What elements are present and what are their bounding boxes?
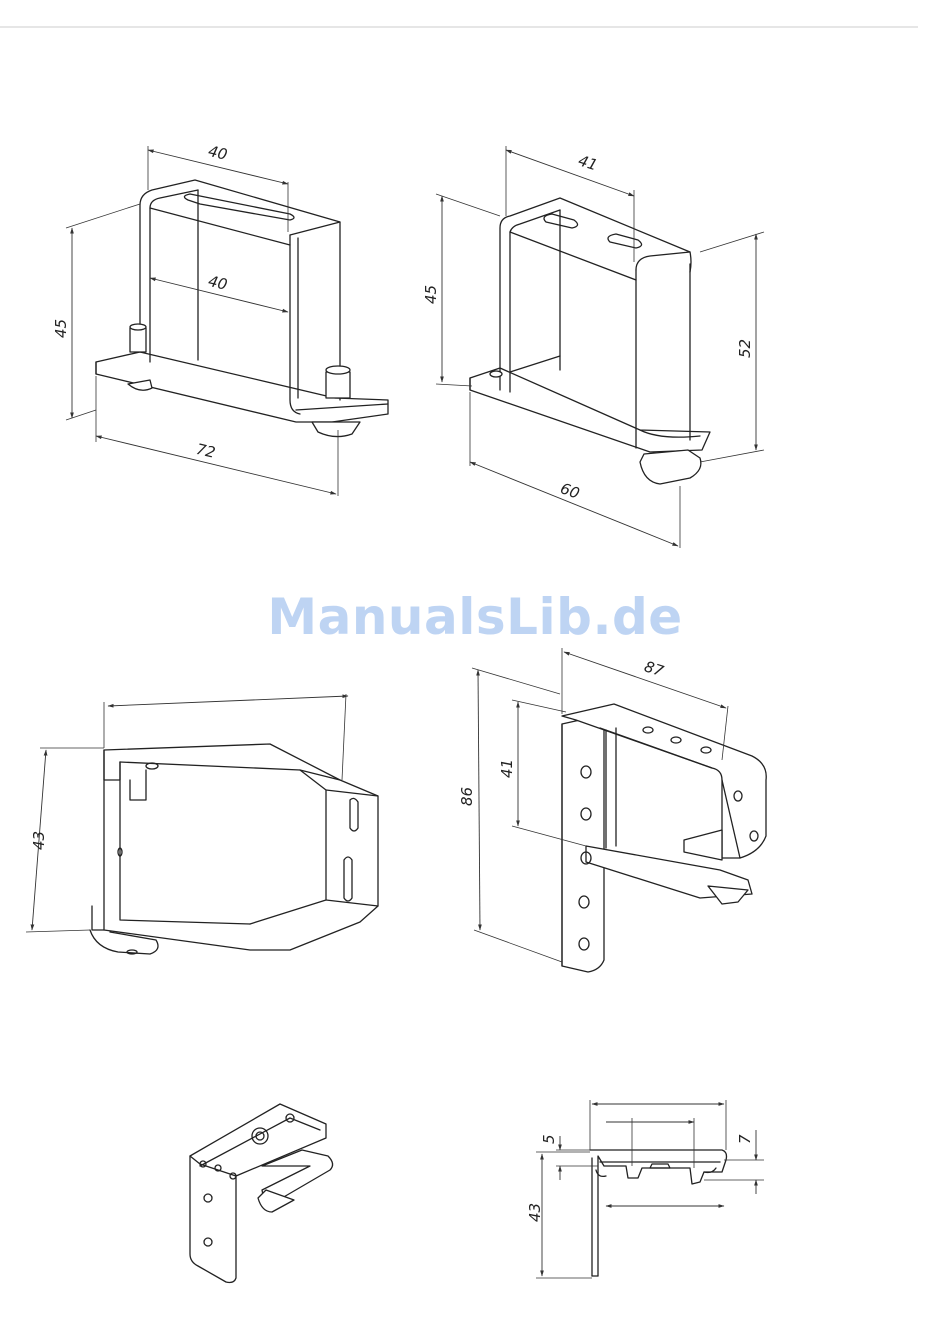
dim-a-inner-width: 40 [206, 272, 229, 294]
dim-a-base-length: 72 [194, 440, 217, 462]
dim-a-top-width: 40 [206, 142, 229, 164]
bracket-c-drawing: 43 [26, 694, 378, 954]
dim-d-inner-height: 41 [498, 759, 516, 778]
watermark: ManualsLib.de [0, 588, 950, 646]
dim-f-height: 43 [526, 1203, 544, 1222]
bracket-d-drawing: 87 41 86 [458, 648, 766, 972]
dim-b-top-width: 41 [576, 151, 600, 174]
dim-d-top-length: 87 [642, 657, 666, 680]
dim-c-height: 43 [30, 831, 48, 850]
dim-a-height: 45 [52, 319, 70, 338]
dim-d-total-height: 86 [458, 787, 476, 806]
bracket-b-drawing: 41 45 52 60 [422, 146, 764, 548]
bracket-f-drawing: 5 7 43 [526, 1100, 764, 1278]
dim-f-side-offset: 7 [736, 1134, 754, 1144]
dim-b-total-height: 52 [736, 339, 754, 358]
dim-f-top-offset: 5 [540, 1134, 558, 1144]
bracket-e-drawing [190, 1104, 333, 1283]
bracket-a-drawing: 40 40 45 72 [52, 142, 388, 496]
dim-b-inner-height: 45 [422, 285, 440, 304]
